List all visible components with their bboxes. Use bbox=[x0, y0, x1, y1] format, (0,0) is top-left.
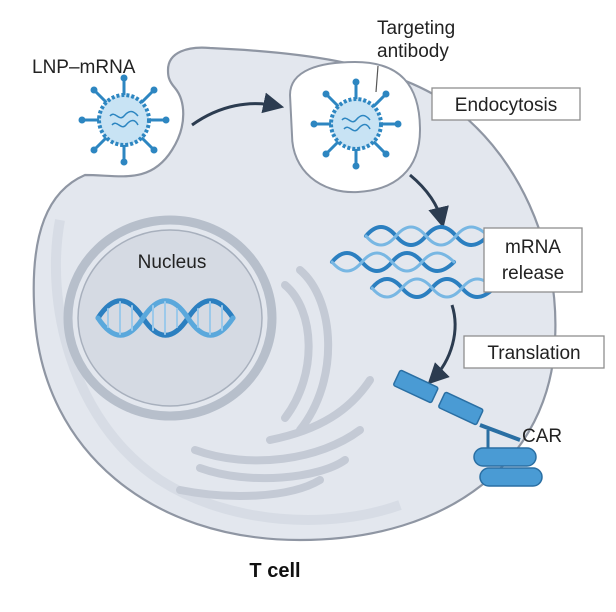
targeting-label-line1: Targeting bbox=[377, 18, 455, 39]
lnp-particle-icon bbox=[310, 78, 402, 170]
arrow-icon bbox=[427, 304, 457, 385]
arrow-icon bbox=[191, 92, 285, 127]
arrow-icon bbox=[409, 173, 449, 229]
nucleus-envelope-outer bbox=[63, 215, 277, 421]
nucleus: Nucleus bbox=[63, 215, 277, 421]
mrna-strand-icon bbox=[330, 225, 496, 299]
mrna-release-box bbox=[483, 227, 583, 293]
targeting-pointer bbox=[375, 65, 379, 93]
mrna-label-line1: mRNA bbox=[505, 237, 561, 258]
nucleus-label: Nucleus bbox=[138, 252, 207, 273]
car-label: CAR bbox=[522, 426, 562, 447]
nucleus-body bbox=[77, 229, 263, 407]
lnp-mrna-label: LNP–mRNA bbox=[32, 57, 136, 78]
t-cell-label: T cell bbox=[249, 560, 300, 582]
endocytosis-box bbox=[431, 87, 581, 121]
targeting-label-line2: antibody bbox=[377, 41, 449, 62]
golgi-apparatus bbox=[176, 266, 374, 500]
lnp-particle-icon bbox=[78, 74, 170, 166]
translation-box bbox=[463, 335, 605, 369]
endocytosis-label: Endocytosis bbox=[455, 95, 557, 116]
dna-helix-icon bbox=[95, 298, 236, 338]
translation-label: Translation bbox=[487, 343, 580, 364]
cell-inner-shade bbox=[50, 219, 402, 525]
car-receptor-icon bbox=[393, 369, 543, 487]
mrna-label-line2: release bbox=[502, 263, 564, 284]
